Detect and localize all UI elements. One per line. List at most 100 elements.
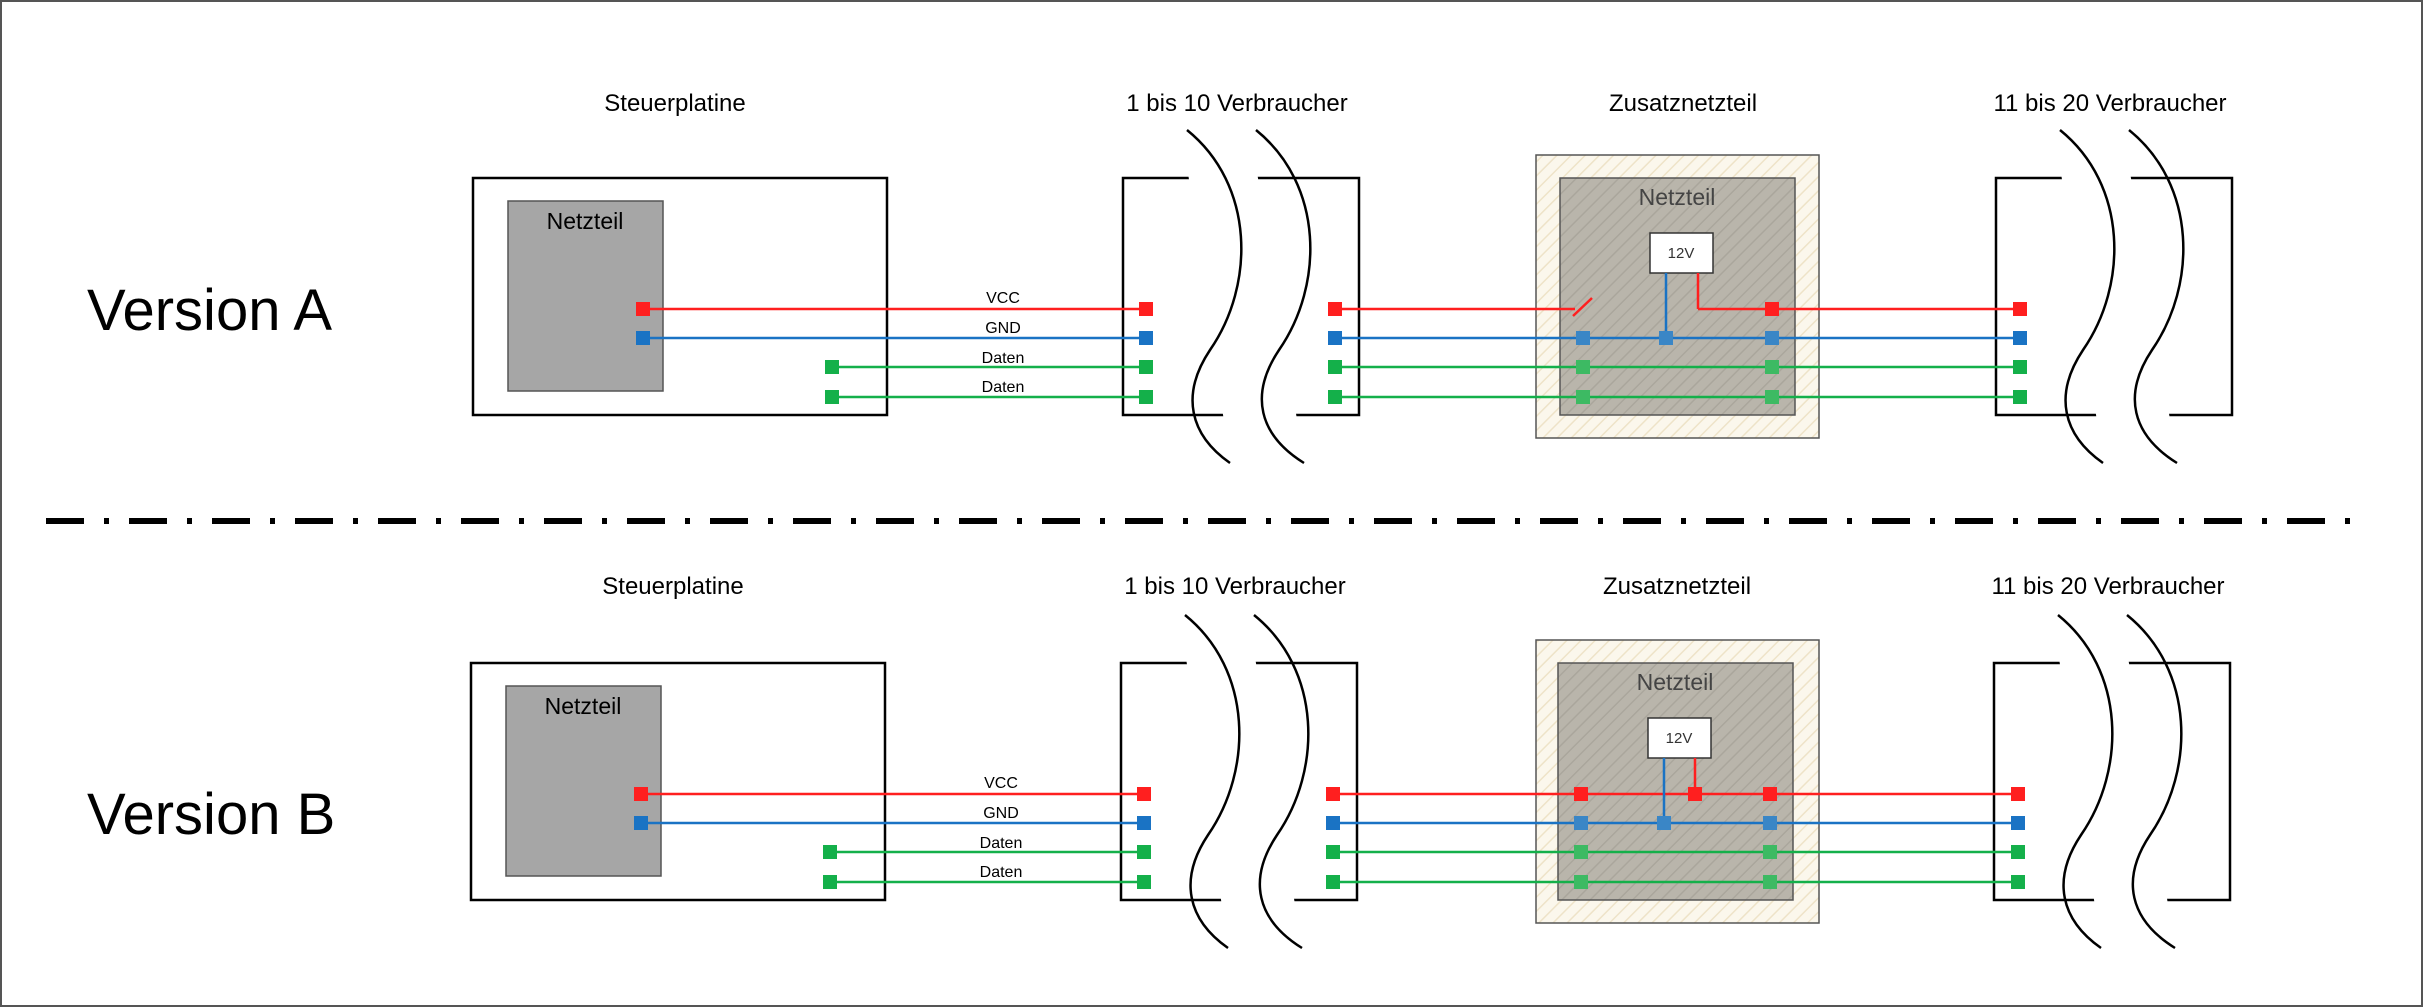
pin-gnd xyxy=(1659,331,1673,345)
consumer-group-1 xyxy=(1121,129,1361,465)
break-line xyxy=(1184,614,1241,950)
pin-data xyxy=(1326,875,1340,889)
title-board: Steuerplatine xyxy=(602,573,743,600)
break-line xyxy=(1186,129,1243,465)
pin-data xyxy=(823,845,837,859)
pin-data xyxy=(1328,360,1342,374)
break-line xyxy=(2126,614,2183,950)
pin-gnd xyxy=(1657,816,1671,830)
pin-data xyxy=(2013,390,2027,404)
pin-data xyxy=(1576,360,1590,374)
wire-label-vcc: VCC xyxy=(986,290,1020,307)
pin-data xyxy=(1574,875,1588,889)
break-line xyxy=(1253,614,1310,950)
title-aux-psu: Zusatznetzteil xyxy=(1603,573,1751,600)
wire-label-data: Daten xyxy=(980,864,1023,881)
aux-psu-label: Netzteil xyxy=(1637,669,1714,695)
aux-psu-group: Netzteil 12V xyxy=(1535,154,1820,439)
aux-psu-block xyxy=(1557,662,1794,901)
break-line xyxy=(1255,129,1312,465)
pin-gnd xyxy=(1763,816,1777,830)
connectors xyxy=(634,787,2025,889)
pin-vcc xyxy=(1574,787,1588,801)
pin-vcc xyxy=(2011,787,2025,801)
pin-data xyxy=(1326,845,1340,859)
wire-label-gnd: GND xyxy=(985,320,1021,337)
pin-data xyxy=(1139,360,1153,374)
pin-data xyxy=(2011,875,2025,889)
title-consumers-2: 11 bis 20 Verbraucher xyxy=(1991,573,2224,600)
pin-data xyxy=(1574,845,1588,859)
pin-vcc xyxy=(2013,302,2027,316)
break-line xyxy=(2128,129,2185,465)
voltage-label: 12V xyxy=(1666,730,1693,747)
pin-gnd xyxy=(2013,331,2027,345)
version-title: Version B xyxy=(87,782,335,847)
aux-psu-label: Netzteil xyxy=(1639,184,1716,210)
pin-gnd xyxy=(636,331,650,345)
pin-data xyxy=(2013,360,2027,374)
pin-vcc xyxy=(634,787,648,801)
pin-gnd xyxy=(1574,816,1588,830)
section-version-b: Version B Steuerplatine 1 bis 10 Verbrau… xyxy=(87,573,2232,950)
pin-gnd xyxy=(1328,331,1342,345)
title-board: Steuerplatine xyxy=(604,90,745,117)
pin-gnd xyxy=(1765,331,1779,345)
title-consumers-1: 1 bis 10 Verbraucher xyxy=(1126,90,1347,117)
psu-block xyxy=(505,685,662,877)
pin-gnd xyxy=(1576,331,1590,345)
pin-data xyxy=(825,360,839,374)
consumer-group-2 xyxy=(1992,614,2232,950)
pin-gnd xyxy=(1139,331,1153,345)
psu-label: Netzteil xyxy=(545,693,622,719)
psu-label: Netzteil xyxy=(547,208,624,234)
aux-psu-block xyxy=(1559,177,1796,416)
pin-data xyxy=(1763,875,1777,889)
title-consumers-1: 1 bis 10 Verbraucher xyxy=(1124,573,1345,600)
wire-label-data: Daten xyxy=(980,835,1023,852)
pin-vcc xyxy=(1765,302,1779,316)
pin-vcc xyxy=(1137,787,1151,801)
version-title: Version A xyxy=(87,278,332,343)
vcc-break xyxy=(1572,297,1593,317)
pin-vcc xyxy=(636,302,650,316)
pin-data xyxy=(1137,875,1151,889)
pin-gnd xyxy=(1137,816,1151,830)
voltage-box xyxy=(1647,717,1712,759)
break-line xyxy=(2057,614,2114,950)
pin-data xyxy=(1139,390,1153,404)
wires xyxy=(643,273,2020,399)
consumer-group-2 xyxy=(1994,129,2234,465)
title-consumers-2: 11 bis 20 Verbraucher xyxy=(1993,90,2226,117)
pin-vcc xyxy=(1139,302,1153,316)
pin-gnd xyxy=(2011,816,2025,830)
pin-data xyxy=(1137,845,1151,859)
pin-vcc xyxy=(1763,787,1777,801)
pin-vcc xyxy=(1326,787,1340,801)
pin-data xyxy=(825,390,839,404)
connectors xyxy=(636,302,2027,404)
pin-data xyxy=(1765,390,1779,404)
pin-gnd xyxy=(1326,816,1340,830)
wire-label-vcc: VCC xyxy=(984,775,1018,792)
voltage-box xyxy=(1649,232,1714,274)
pin-data xyxy=(1765,360,1779,374)
pin-gnd xyxy=(634,816,648,830)
pin-data xyxy=(2011,845,2025,859)
voltage-label: 12V xyxy=(1668,245,1695,262)
pin-data xyxy=(823,875,837,889)
pin-data xyxy=(1763,845,1777,859)
break-line xyxy=(2059,129,2116,465)
title-aux-psu: Zusatznetzteil xyxy=(1609,90,1757,117)
consumer-group-1 xyxy=(1119,614,1359,950)
pin-vcc xyxy=(1328,302,1342,316)
section-version-a: Version A Steuerplatine 1 bis 10 Verbrau… xyxy=(87,90,2234,465)
pin-vcc xyxy=(1688,787,1702,801)
pin-data xyxy=(1328,390,1342,404)
wire-label-gnd: GND xyxy=(983,805,1019,822)
wires xyxy=(641,758,2018,884)
wire-label-data: Daten xyxy=(982,350,1025,367)
psu-block xyxy=(507,200,664,392)
wire-label-data: Daten xyxy=(982,379,1025,396)
